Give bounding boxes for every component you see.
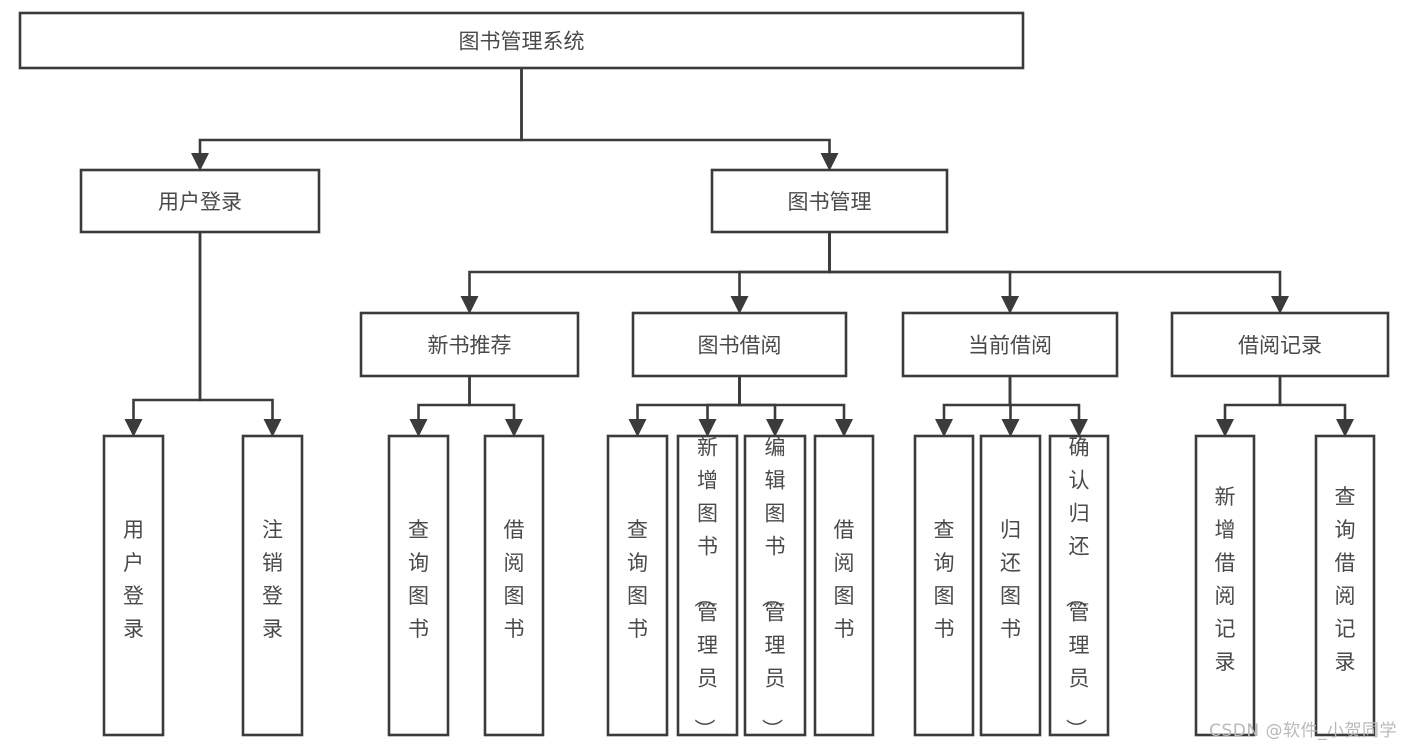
node-leaf-edit-book[interactable]: 编辑图书（管理员） (743, 434, 807, 740)
node-box-leaf-logout[interactable] (241, 434, 304, 737)
connector-root-to-login (191, 68, 523, 171)
arrow-head-icon (628, 419, 647, 437)
node-layer: 图书管理系统用户登录图书管理新书推荐图书借阅当前借阅借阅记录用户登录注销登录查询… (18, 11, 1390, 740)
connector-layer (124, 68, 1354, 437)
node-label-leaf-query-book-2: 查询图书 (627, 518, 648, 641)
node-current[interactable]: 当前借阅 (901, 311, 1119, 378)
node-box-leaf-query-record[interactable] (1314, 434, 1376, 737)
connector-newbook-to-leaf-query-book-1 (409, 376, 471, 437)
connector-newbook-to-leaf-borrow-book-1 (468, 376, 523, 437)
node-label-record: 借阅记录 (1238, 334, 1322, 358)
arrow-head-icon (460, 296, 479, 314)
arrow-head-icon (409, 419, 428, 437)
node-label-leaf-borrow-book-2: 借阅图书 (834, 518, 855, 641)
connector-root-to-bookmgmt (520, 68, 839, 171)
arrow-head-icon (191, 153, 209, 171)
node-box-bookmgmt[interactable] (710, 168, 949, 234)
node-label-leaf-query-book-1: 查询图书 (408, 518, 429, 641)
connector-current-to-leaf-confirm-return (1008, 376, 1088, 437)
node-label-leaf-edit-book: 编辑图书（管理员） (760, 436, 786, 740)
node-bookmgmt[interactable]: 图书管理 (710, 168, 949, 234)
node-leaf-confirm-return[interactable]: 确认归还（管理员） (1048, 434, 1110, 740)
node-box-leaf-borrow-book-2[interactable] (813, 434, 875, 737)
node-box-leaf-query-book-1[interactable] (387, 434, 450, 737)
connector-borrow-to-leaf-edit-book (738, 376, 784, 437)
node-box-leaf-edit-book[interactable] (743, 434, 807, 737)
connector-record-to-leaf-query-record (1278, 376, 1354, 437)
node-leaf-add-record[interactable]: 新增借阅记录 (1194, 434, 1256, 737)
node-leaf-query-book-2[interactable]: 查询图书 (606, 434, 669, 737)
node-label-current: 当前借阅 (968, 334, 1052, 358)
connector-login-to-leaf-logout (198, 232, 282, 437)
arrow-head-icon (730, 296, 749, 314)
node-borrow[interactable]: 图书借阅 (631, 311, 848, 378)
connector-borrow-to-leaf-add-book (698, 376, 741, 437)
node-leaf-user-login[interactable]: 用户登录 (102, 434, 165, 737)
node-label-borrow: 图书借阅 (698, 334, 782, 358)
node-box-current[interactable] (901, 311, 1119, 378)
arrow-head-icon (124, 419, 143, 437)
node-leaf-query-record[interactable]: 查询借阅记录 (1314, 434, 1376, 737)
connector-record-to-leaf-add-record (1216, 376, 1282, 437)
arrow-head-icon (835, 419, 853, 437)
node-leaf-query-book-3[interactable]: 查询图书 (913, 434, 975, 737)
arrow-head-icon (1216, 419, 1234, 437)
node-newbook[interactable]: 新书推荐 (359, 311, 580, 378)
node-box-root[interactable] (18, 11, 1025, 70)
node-label-leaf-query-book-3: 查询图书 (934, 518, 955, 641)
node-label-leaf-user-login: 用户登录 (123, 518, 144, 641)
node-box-borrow[interactable] (631, 311, 848, 378)
node-label-login: 用户登录 (158, 190, 242, 214)
node-label-root: 图书管理系统 (459, 30, 585, 54)
node-label-newbook: 新书推荐 (428, 334, 512, 358)
node-label-leaf-borrow-book-1: 借阅图书 (504, 518, 525, 641)
node-box-login[interactable] (79, 168, 321, 234)
arrow-head-icon (1001, 296, 1019, 314)
connector-login-to-leaf-user-login (124, 232, 202, 437)
node-label-leaf-confirm-return: 确认归还（管理员） (1064, 436, 1090, 740)
node-box-leaf-query-book-3[interactable] (913, 434, 975, 737)
arrow-head-icon (935, 419, 953, 437)
node-leaf-logout[interactable]: 注销登录 (241, 434, 304, 737)
node-box-leaf-user-login[interactable] (102, 434, 165, 737)
connector-bookmgmt-to-record (828, 232, 1289, 314)
node-label-leaf-return-book: 归还图书 (1000, 518, 1021, 641)
node-record[interactable]: 借阅记录 (1170, 311, 1390, 378)
connector-borrow-to-leaf-borrow-book-2 (738, 376, 853, 437)
node-leaf-add-book[interactable]: 新增图书（管理员） (676, 434, 739, 740)
node-login[interactable]: 用户登录 (79, 168, 321, 234)
connector-current-to-leaf-query-book-3 (935, 376, 1012, 437)
arrow-head-icon (820, 153, 839, 171)
connector-bookmgmt-to-borrow (730, 232, 831, 314)
node-label-leaf-query-record: 查询借阅记录 (1335, 485, 1356, 674)
arrow-head-icon (1001, 419, 1020, 437)
arrow-head-icon (263, 419, 282, 437)
node-leaf-query-book-1[interactable]: 查询图书 (387, 434, 450, 737)
node-leaf-return-book[interactable]: 归还图书 (979, 434, 1042, 737)
node-label-leaf-add-book: 新增图书（管理员） (692, 436, 718, 740)
node-label-leaf-logout: 注销登录 (262, 518, 283, 641)
node-box-leaf-borrow-book-1[interactable] (483, 434, 545, 737)
node-leaf-borrow-book-2[interactable]: 借阅图书 (813, 434, 875, 737)
arrow-head-icon (766, 419, 784, 437)
node-root[interactable]: 图书管理系统 (18, 11, 1025, 70)
node-box-leaf-query-book-2[interactable] (606, 434, 669, 737)
node-box-leaf-add-book[interactable] (676, 434, 739, 737)
arrow-head-icon (1271, 296, 1289, 314)
node-box-newbook[interactable] (359, 311, 580, 378)
arrow-head-icon (1070, 419, 1088, 437)
node-leaf-borrow-book-1[interactable]: 借阅图书 (483, 434, 545, 737)
node-box-leaf-return-book[interactable] (979, 434, 1042, 737)
arrow-head-icon (505, 419, 523, 437)
arrow-head-icon (698, 419, 717, 437)
node-box-leaf-confirm-return[interactable] (1048, 434, 1110, 737)
node-box-leaf-add-record[interactable] (1194, 434, 1256, 737)
node-label-leaf-add-record: 新增借阅记录 (1215, 485, 1236, 674)
node-box-record[interactable] (1170, 311, 1390, 378)
node-label-bookmgmt: 图书管理 (788, 190, 872, 214)
connector-borrow-to-leaf-query-book-2 (628, 376, 741, 437)
arrow-head-icon (1336, 419, 1354, 437)
